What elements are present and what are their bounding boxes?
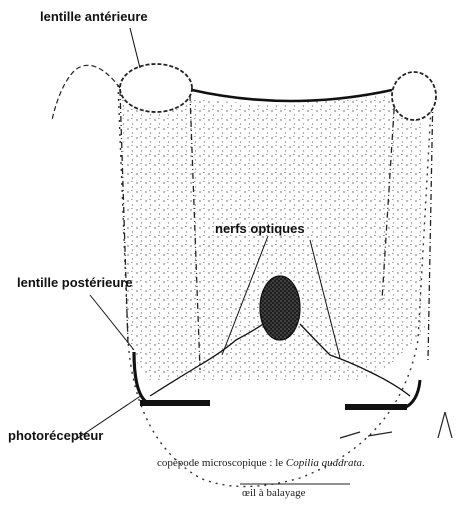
caption-species: Copilia quadrata <box>286 457 362 469</box>
leader-anterior-lens <box>130 28 140 68</box>
central-ganglion <box>260 276 300 340</box>
photoreceptor-right <box>345 404 407 410</box>
label-anterior-lens: lentille antérieure <box>40 9 148 24</box>
label-photoreceptor: photorécepteur <box>8 428 103 443</box>
scratch-marks <box>340 412 452 438</box>
photoreceptor-left <box>140 400 210 406</box>
antenna <box>52 65 120 120</box>
anterior-lens-right <box>392 72 436 120</box>
caption-line-1: copépode microscopique : le Copilia quad… <box>157 457 365 469</box>
caption-line-2: œil à balayage <box>242 487 306 499</box>
label-posterior-lens: lentille postérieure <box>17 275 133 290</box>
anterior-lens-left <box>120 64 192 112</box>
label-optic-nerves: nerfs optiques <box>215 221 305 236</box>
caption-suffix: . <box>362 457 365 469</box>
caption-prefix: copépode microscopique : le <box>157 457 286 469</box>
